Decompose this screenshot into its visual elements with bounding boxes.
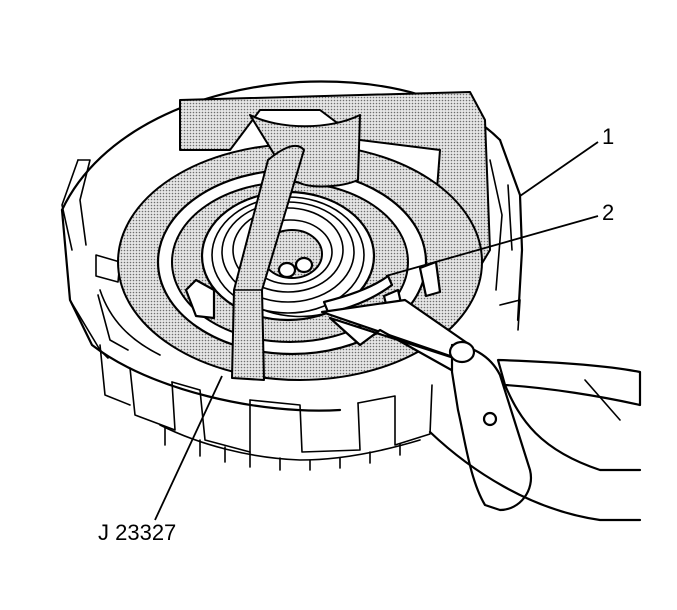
leader-1 <box>519 141 599 197</box>
j23327-tool <box>231 144 305 381</box>
callout-2: 2 <box>602 200 614 225</box>
bench-outline <box>428 430 642 522</box>
leader-tool <box>154 375 223 521</box>
callout-1: 1 <box>602 124 614 149</box>
guide-shoe <box>249 114 361 188</box>
upper-block <box>179 91 491 301</box>
leader-2 <box>385 215 599 277</box>
snap-ring-pliers <box>320 298 642 512</box>
callout-tool: J 23327 <box>98 520 176 545</box>
